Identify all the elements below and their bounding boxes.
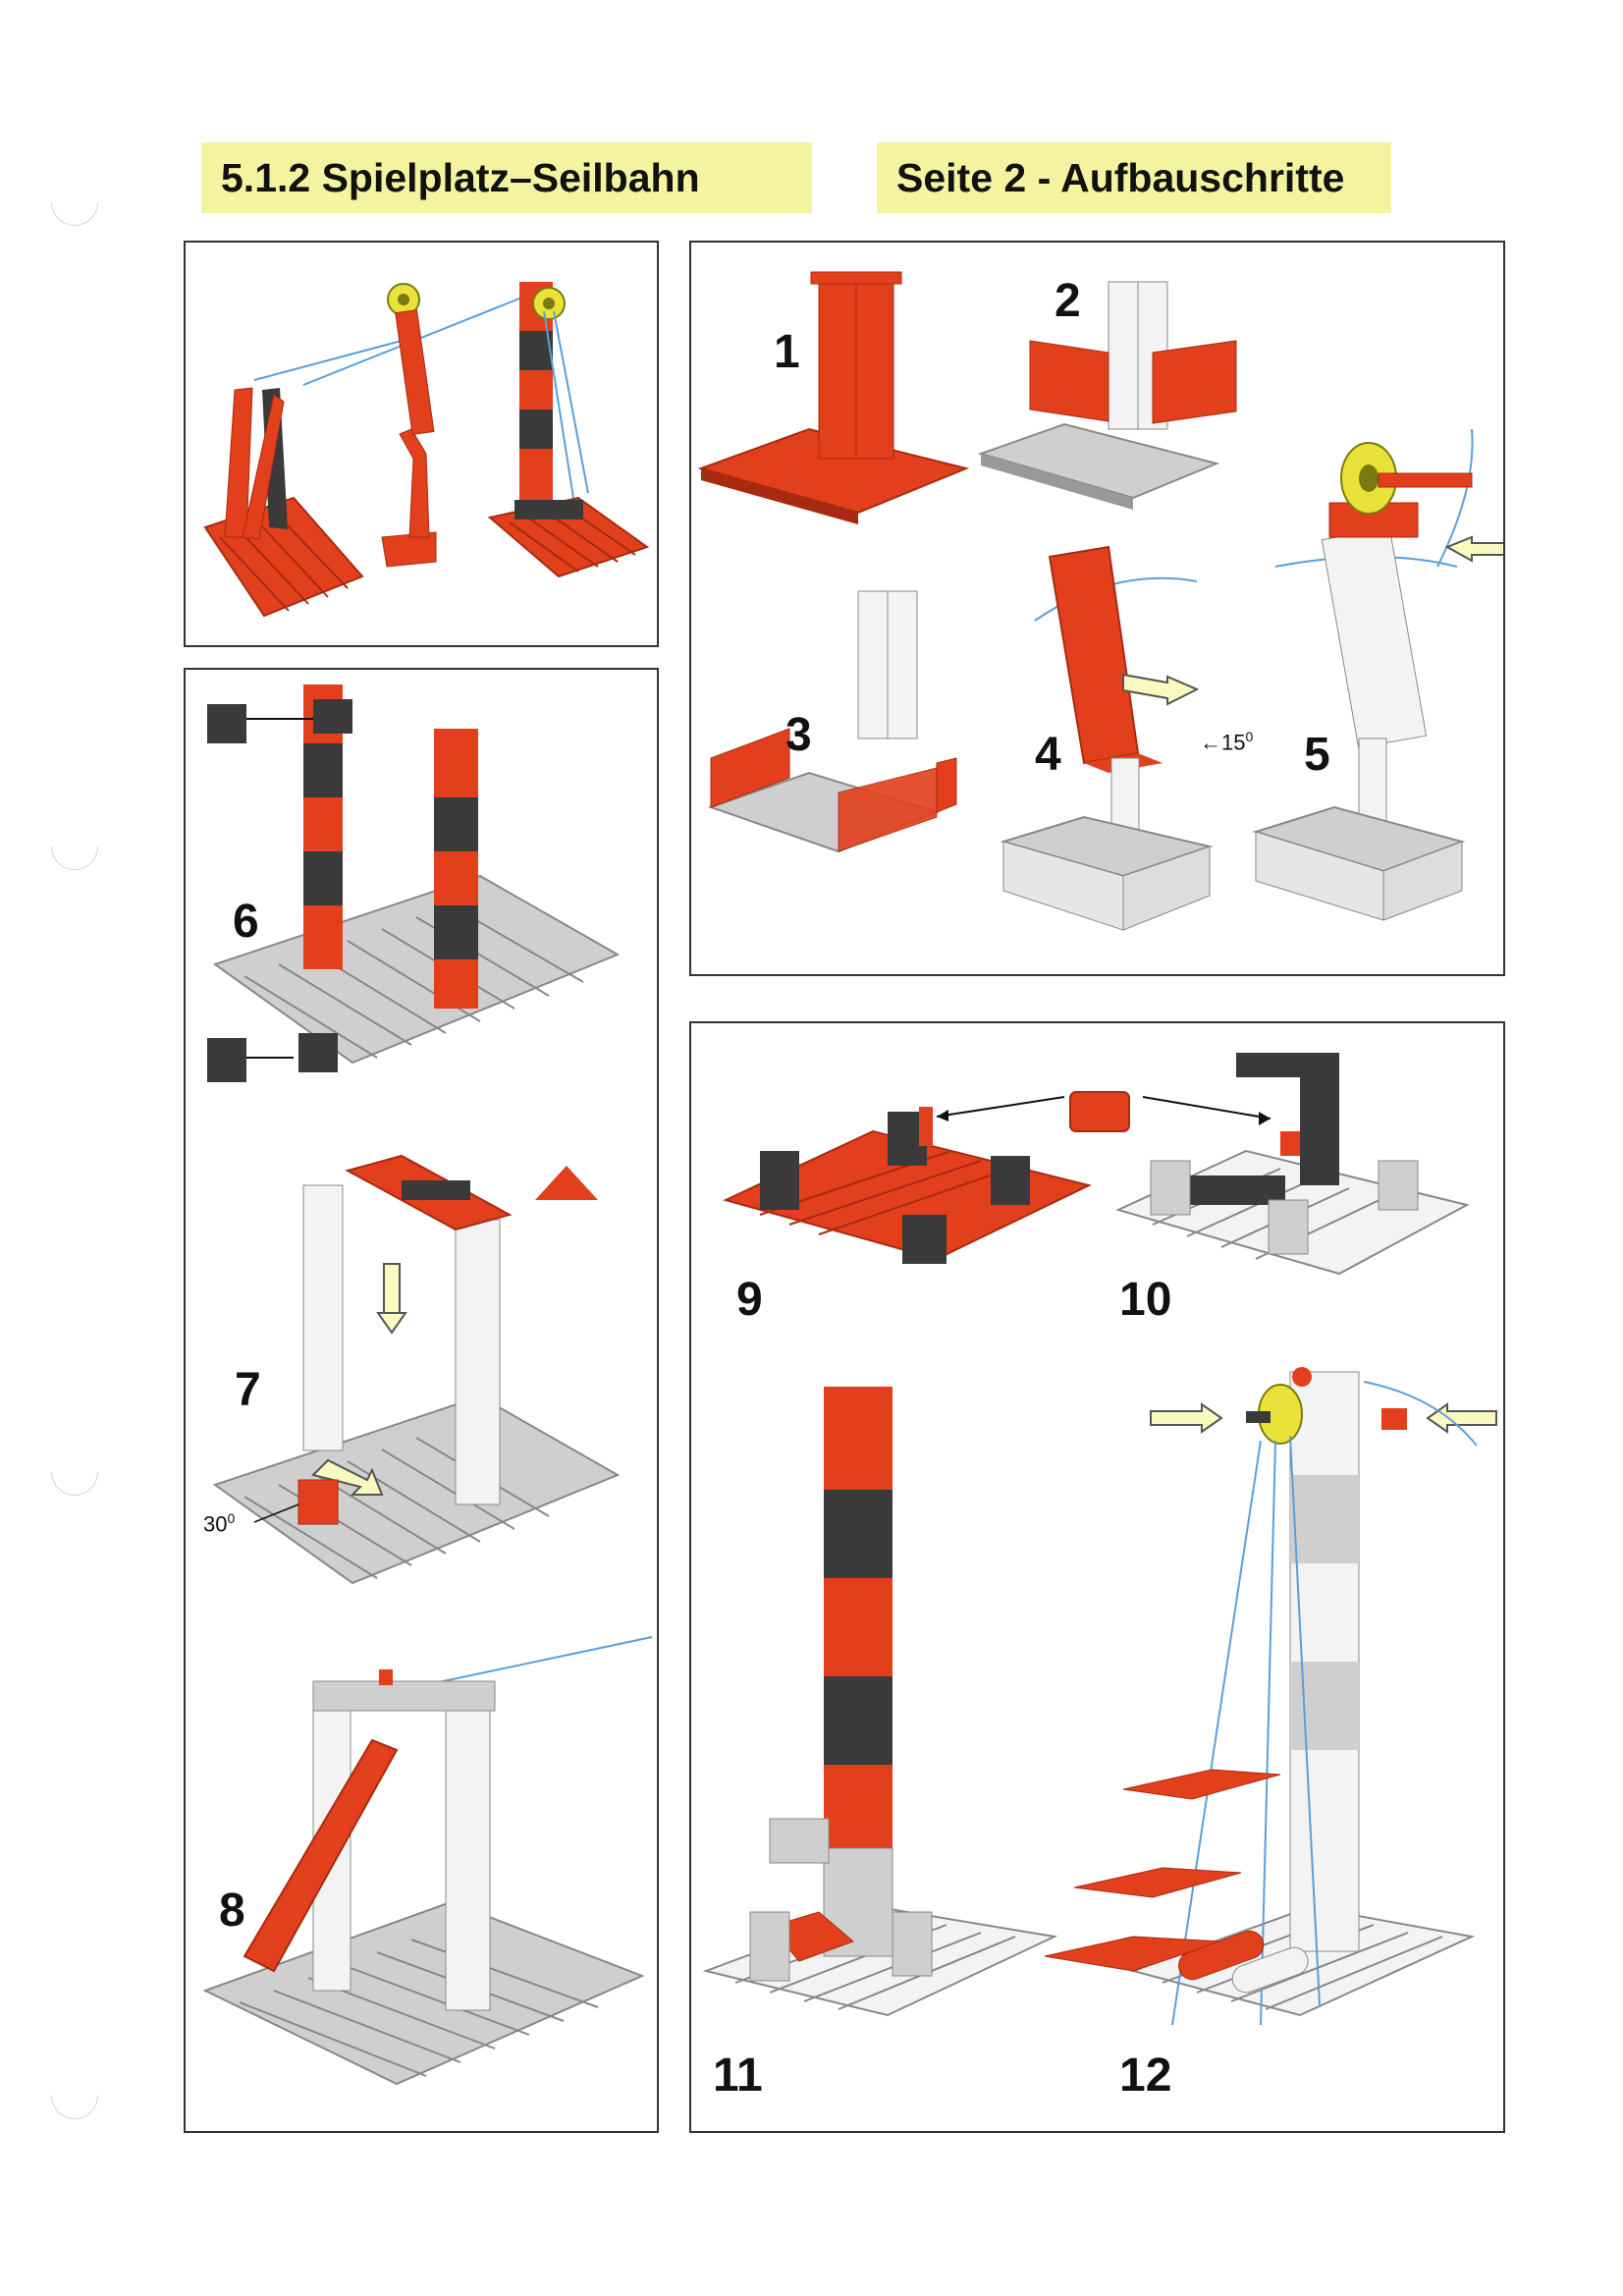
step9-figure (723, 1107, 1092, 1264)
step-11-label: 11 (713, 2050, 763, 2102)
step4-figure (1000, 545, 1214, 931)
step-4-label: 4 (1035, 729, 1061, 781)
angle-15-value: 15 (1221, 730, 1246, 755)
steps-9-12-panel: 9 10 11 12 (689, 1021, 1505, 2133)
step-7-label: 7 (235, 1364, 261, 1416)
step12-figure (1044, 1367, 1497, 2026)
punch-hole-4 (41, 2062, 108, 2129)
punch-hole-2 (41, 813, 108, 880)
step7-figure (212, 1154, 621, 1585)
step10-figure (1115, 1053, 1470, 1276)
step-2-label: 2 (1055, 275, 1081, 327)
punch-hole-3 (41, 1439, 108, 1505)
steps-6-8-illustration (202, 684, 653, 2086)
step-9-label: 9 (736, 1274, 763, 1326)
step8-figure (202, 1636, 653, 2086)
step-10-label: 10 (1119, 1274, 1172, 1326)
steps-9-12-illustration (702, 1053, 1497, 2026)
step-6-label: 6 (233, 896, 259, 948)
angle-30-label: 300 (203, 1510, 235, 1537)
step6-figure (207, 684, 621, 1082)
step-3-label: 3 (785, 709, 812, 761)
steps-1-5-panel: 1 2 3 4 5 ←150 (689, 241, 1505, 976)
step1-figure (697, 271, 970, 524)
step2-figure (977, 281, 1237, 510)
overview-panel (184, 241, 659, 647)
step-1-label: 1 (774, 326, 800, 378)
step-8-label: 8 (219, 1885, 245, 1937)
step6-right-column (434, 729, 478, 1009)
step5-figure (1252, 428, 1503, 921)
overview-illustration (203, 282, 650, 618)
degree-mark-15: 0 (1245, 729, 1254, 744)
punch-hole-1 (41, 169, 108, 236)
step-5-label: 5 (1304, 729, 1330, 781)
steps-6-8-panel: 6 7 8 300 (184, 668, 659, 2133)
angle-15-label: ←150 (1200, 729, 1253, 755)
angle-30-value: 30 (203, 1511, 228, 1537)
section-title: 5.1.2 Spielplatz–Seilbahn (201, 142, 812, 213)
degree-mark-30: 0 (227, 1510, 236, 1526)
page-title: Seite 2 - Aufbauschritte (877, 142, 1391, 213)
steps-1-5-illustration (697, 271, 1503, 931)
step3-figure (707, 590, 957, 853)
step-12-label: 12 (1119, 2050, 1172, 2102)
step11-figure (702, 1387, 1058, 2017)
angle-arrow-glyph: ← (1200, 730, 1221, 755)
